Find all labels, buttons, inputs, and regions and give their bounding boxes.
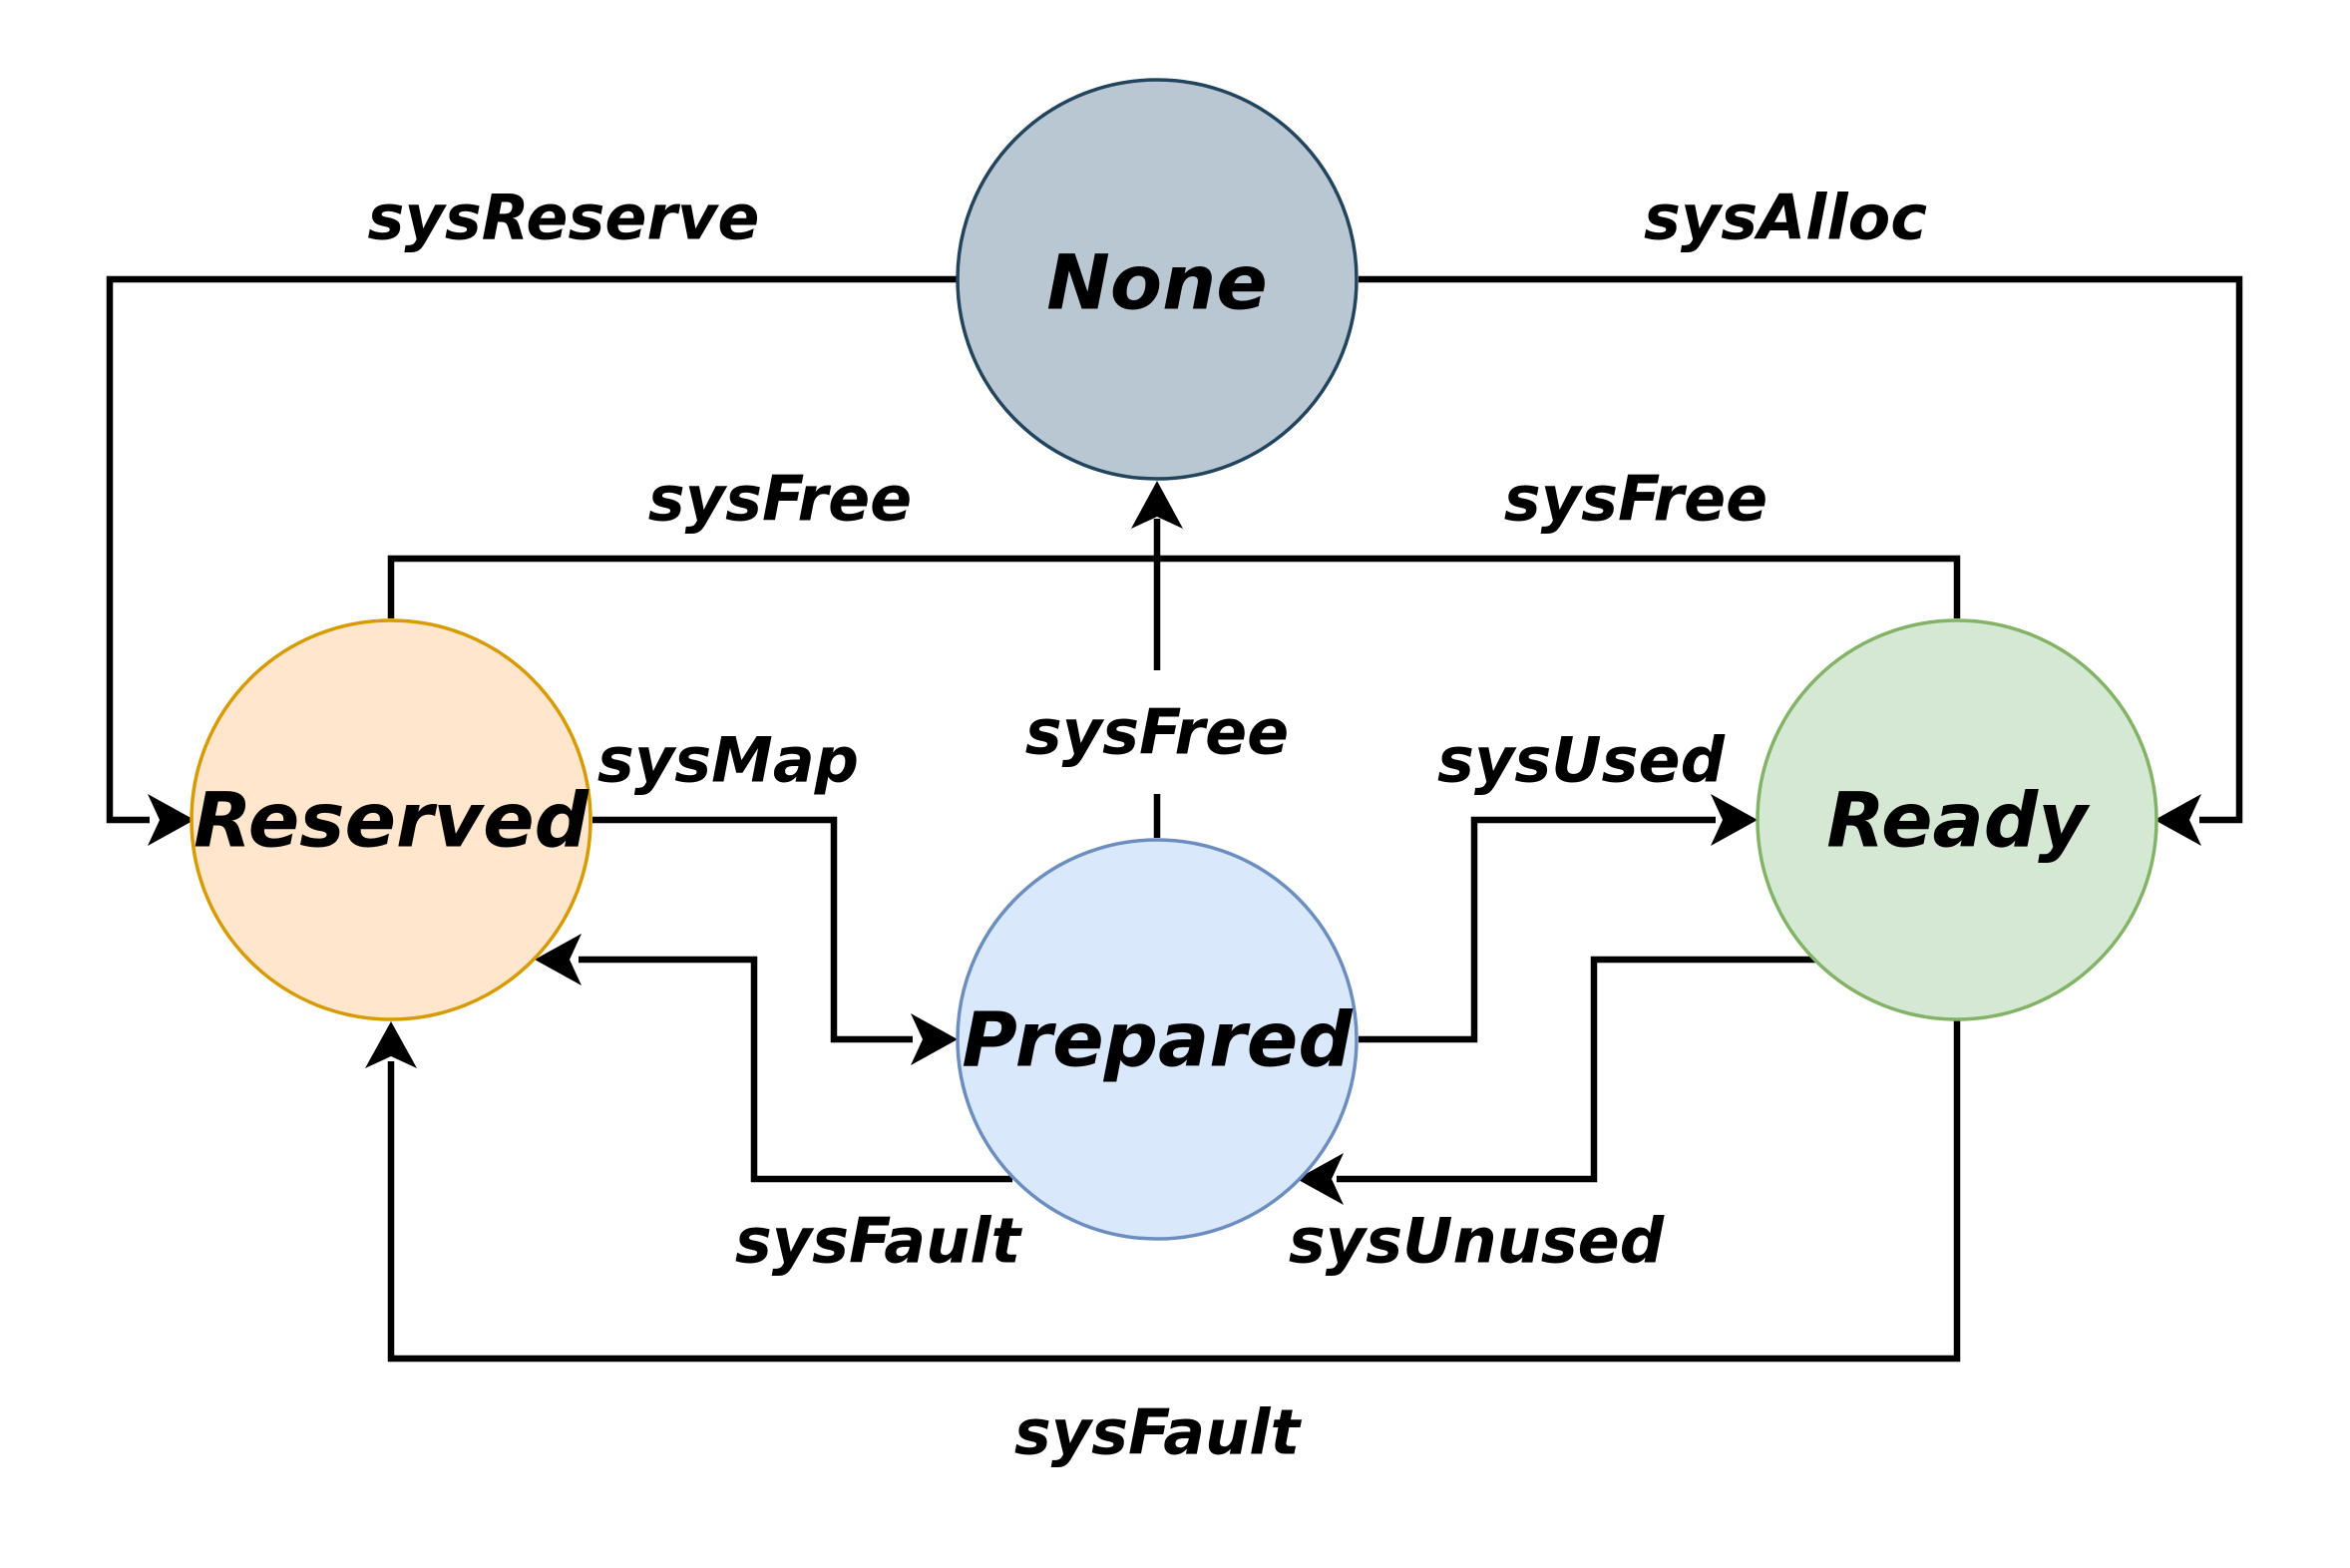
edge-sys-unused-arrowhead <box>1297 1153 1344 1205</box>
node-none-label: None <box>1046 238 1267 327</box>
edge-sys-used-arrowhead <box>1711 794 1758 846</box>
label-sys-used: sysUsed <box>1437 724 1726 797</box>
edge-sys-fault-prepared <box>579 956 1012 1183</box>
label-sys-fault-prepared: sysFault <box>735 1205 1023 1278</box>
edge-sys-reserve-arrowhead <box>148 794 195 846</box>
edge-sys-alloc-arrowhead <box>2154 794 2201 846</box>
nodes: None Reserved Prepared Ready <box>190 78 2158 1241</box>
node-none[interactable]: None <box>956 78 1359 481</box>
label-sys-fault-ready: sysFault <box>1014 1396 1303 1469</box>
node-reserved-circle <box>190 618 592 1021</box>
edge-sys-map-arrowhead <box>911 1013 958 1065</box>
node-reserved[interactable]: Reserved <box>190 618 592 1021</box>
edge-sys-fault-prepared-arrowhead <box>535 934 582 985</box>
edge-sys-alloc <box>1359 275 2243 824</box>
node-ready-label: Ready <box>1826 776 2091 865</box>
edge-sys-reserve <box>106 275 958 824</box>
label-sys-unused: sysUnused <box>1289 1205 1665 1278</box>
edge-sys-free-arrowhead <box>1131 481 1183 529</box>
edges <box>106 275 2243 1363</box>
node-reserved-label: Reserved <box>194 776 590 865</box>
label-sys-alloc: sysAlloc <box>1644 182 1927 254</box>
edge-sys-fault-ready-arrowhead <box>365 1021 417 1068</box>
edge-sys-fault-ready <box>387 1019 1961 1363</box>
edge-labels: sysReserve sysAlloc sysFree sysFree sysF… <box>368 182 1928 1469</box>
edge-sys-map <box>592 816 913 1043</box>
node-prepared-circle <box>956 838 1359 1241</box>
node-ready[interactable]: Ready <box>1756 618 2158 1021</box>
edge-sys-free-top <box>387 555 1961 618</box>
label-sys-map: sysMap <box>597 724 859 797</box>
label-sys-free-prepared: sysFree <box>1025 696 1289 769</box>
label-sys-reserve: sysReserve <box>368 182 760 254</box>
node-prepared-label: Prepared <box>962 995 1354 1084</box>
label-sys-free-reserved: sysFree <box>648 463 912 536</box>
edge-sys-used <box>1359 816 1716 1043</box>
label-sys-free-ready: sysFree <box>1504 463 1767 536</box>
node-none-circle <box>956 78 1359 481</box>
node-prepared[interactable]: Prepared <box>956 838 1359 1241</box>
edge-sys-unused <box>1337 956 1815 1183</box>
node-ready-circle <box>1756 618 2158 1021</box>
